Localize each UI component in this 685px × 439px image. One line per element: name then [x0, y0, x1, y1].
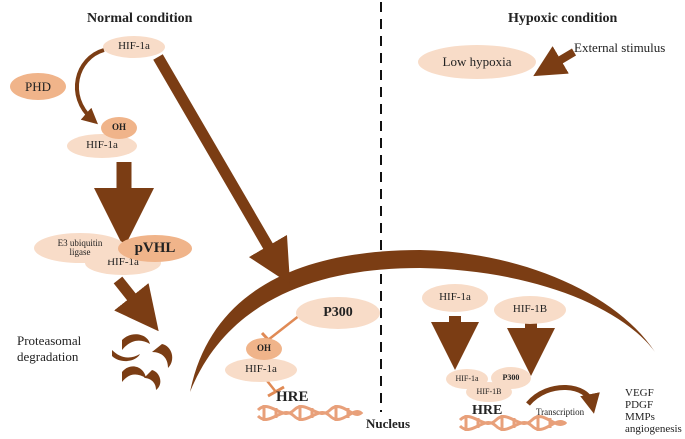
nucleus-label: Nucleus: [366, 416, 411, 431]
pvhl-node: pVHL: [118, 235, 192, 262]
hre-right-label: HRE: [472, 403, 503, 418]
hypoxic-condition-title: Hypoxic condition: [508, 11, 618, 26]
degradation-fragments-icon: [112, 334, 173, 390]
low-hypoxia-node: Low hypoxia: [418, 45, 536, 79]
gene-mmps: MMPs: [625, 411, 655, 424]
diagonal-arrow: [153, 54, 291, 285]
hif-1a-top-node: HIF-1a: [103, 36, 165, 58]
phd-label: PHD: [24, 78, 51, 94]
oh-node-top: OH: [101, 117, 137, 139]
complex-p300-node: P300: [491, 367, 531, 389]
genes-list: VEGF PDGF MMPs angiogenesis: [625, 387, 682, 435]
hif-1a-nucleus-label: HIF-1a: [245, 363, 277, 376]
dna-right-icon: [458, 415, 568, 431]
p300-node: P300: [296, 297, 380, 329]
hif-1a-hypoxic-node: HIF-1a: [422, 284, 488, 312]
oh-label-nucleus: OH: [256, 343, 271, 354]
phd-node: PHD: [10, 73, 66, 100]
proteasomal-degradation-label: Proteasomal degradation: [17, 333, 82, 365]
hif-1a-nucleus-node: HIF-1a: [225, 358, 297, 382]
normal-condition-title: Normal condition: [87, 11, 193, 26]
phd-curve-arrow: [75, 48, 105, 125]
low-hypoxia-label: Low hypoxia: [442, 54, 512, 70]
hif-1a-hypoxic-label: HIF-1a: [439, 291, 471, 304]
p300-inhibit-line: [267, 314, 301, 341]
hif-1b-hypoxic-label: HIF-1B: [512, 303, 548, 316]
pvhl-label: pVHL: [134, 239, 176, 256]
complex-hif-1b-label: HIF-1B: [476, 386, 502, 396]
gene-pdgf: PDGF: [625, 399, 654, 412]
dna-left-icon: [256, 405, 364, 421]
hif-1a-top-label: HIF-1a: [118, 40, 150, 53]
hif-1b-hypoxic-node: HIF-1B: [494, 296, 566, 324]
hre-left-label: HRE: [276, 389, 309, 405]
e3-ligase-label: E3 ubiquitin ligase: [57, 237, 103, 257]
gene-angiogenesis: angiogenesis: [625, 423, 682, 436]
hif-inhibit-bar: [267, 385, 285, 398]
external-stimulus-label: External stimulus: [574, 40, 666, 55]
oh-node-nucleus: OH: [246, 338, 282, 360]
hif-1a-vhl-label: HIF-1a: [107, 256, 139, 269]
arrow-to-degradation: [113, 276, 159, 332]
gene-vegf: VEGF: [625, 387, 654, 399]
p300-label: P300: [323, 304, 353, 320]
external-stimulus-arrow: [533, 46, 577, 77]
hif-1a-oh-label: HIF-1a: [86, 139, 118, 152]
complex-hif-1a-label: HIF-1a: [455, 373, 479, 383]
oh-label-top: OH: [111, 122, 126, 133]
complex-p300-label: P300: [502, 372, 520, 382]
transcription-label: Transcription: [536, 407, 585, 417]
e3-ligase-node: E3 ubiquitin ligase: [34, 233, 126, 263]
transcription-arrow: [526, 385, 600, 414]
